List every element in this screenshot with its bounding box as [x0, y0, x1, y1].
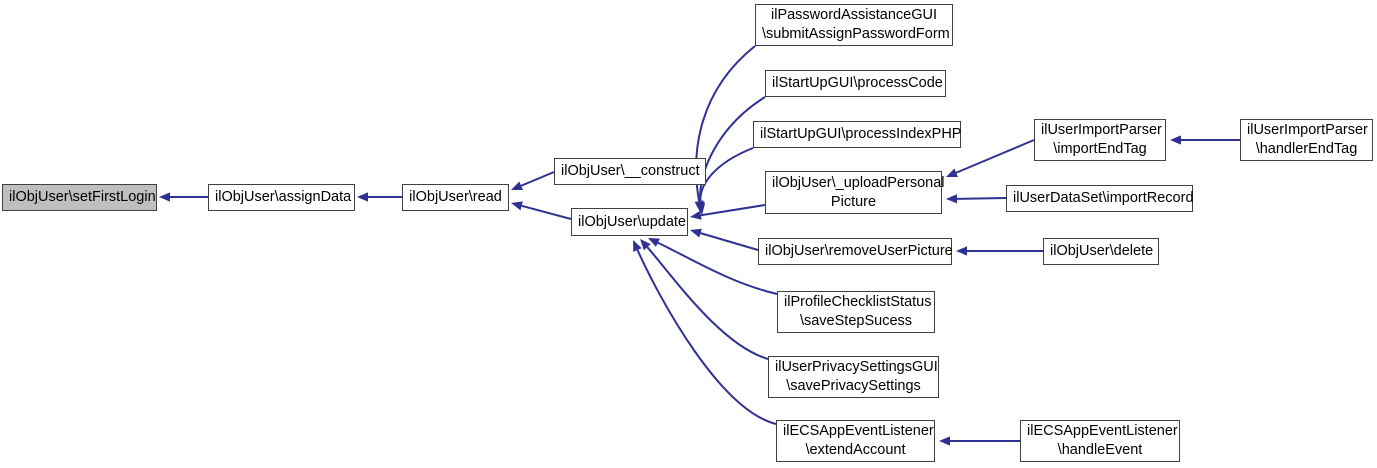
graph-node-savePrivacySettings[interactable]: ilUserPrivacySettingsGUI \savePrivacySet…: [768, 356, 939, 398]
graph-node-construct[interactable]: ilObjUser\__construct: [554, 158, 706, 185]
edge-line: [521, 204, 572, 220]
edge-line: [955, 139, 1035, 174]
graph-node-label: ilObjUser\update: [578, 213, 686, 230]
edge-arrowhead: [633, 240, 642, 252]
edge-line: [956, 197, 1007, 200]
graph-node-label: ilECSAppEventListener \handleEvent: [1027, 423, 1178, 458]
edge-arrowhead: [946, 194, 958, 204]
graph-node-processIndexPHP[interactable]: ilStartUpGUI\processIndexPHP: [753, 121, 961, 148]
graph-node-label: ilUserImportParser \handlerEndTag: [1247, 122, 1368, 157]
edge-arrowhead: [159, 192, 170, 202]
edge-arrowhead: [511, 181, 523, 190]
graph-node-submitAssignPasswordForm[interactable]: ilPasswordAssistanceGUI \submitAssignPas…: [755, 4, 953, 46]
graph-node-label: ilProfileChecklistStatus \saveStepSucess: [784, 294, 932, 329]
edge-line: [646, 246, 769, 360]
graph-node-delete[interactable]: ilObjUser\delete: [1043, 238, 1159, 265]
graph-node-label: ilObjUser\read: [409, 189, 502, 205]
graph-node-label: ilPasswordAssistanceGUI \submitAssignPas…: [762, 7, 950, 42]
graph-node-label: ilStartUpGUI\processCode: [772, 75, 943, 91]
edge-arrowhead: [511, 201, 523, 211]
graph-node-read[interactable]: ilObjUser\read: [402, 184, 509, 211]
graph-node-label: ilUserDataSet\importRecord: [1013, 190, 1194, 206]
edge-arrowhead: [648, 238, 660, 247]
edge-line: [699, 147, 754, 205]
graph-node-label: ilObjUser\removeUserPicture: [765, 243, 953, 259]
graph-node-uploadPersonalPicture[interactable]: ilObjUser\_uploadPersonal Picture: [765, 171, 945, 214]
graph-node-handlerEndTag[interactable]: ilUserImportParser \handlerEndTag: [1240, 119, 1373, 161]
edge-line: [520, 171, 555, 187]
edge-line: [700, 232, 759, 251]
graph-node-label: ilObjUser\setFirstLogin: [9, 189, 156, 205]
edge-arrowhead: [956, 246, 967, 256]
graph-node-importRecord[interactable]: ilUserDataSet\importRecord: [1006, 185, 1194, 212]
graph-node-label: ilObjUser\__construct: [561, 163, 700, 179]
edge-arrowhead: [690, 228, 702, 238]
edge-arrowhead: [939, 436, 950, 446]
edge-arrowhead: [946, 168, 958, 177]
graph-node-label: ilObjUser\_uploadPersonal Picture: [772, 174, 945, 210]
edge-arrowhead: [357, 192, 368, 202]
graph-node-label: ilUserImportParser \importEndTag: [1041, 122, 1162, 157]
graph-node-extendAccount[interactable]: ilECSAppEventListener \extendAccount: [776, 420, 935, 462]
graph-node-assignData[interactable]: ilObjUser\assignData: [208, 184, 355, 211]
graph-node-label: ilObjUser\delete: [1050, 243, 1154, 259]
graph-node-removeUserPicture[interactable]: ilObjUser\removeUserPicture: [758, 238, 953, 265]
edge-arrowhead: [640, 239, 651, 251]
edge-line: [699, 96, 766, 203]
edge-arrowhead: [1170, 135, 1181, 145]
edge-arrowhead: [690, 210, 702, 220]
edge-line: [636, 249, 777, 425]
graph-node-saveStepSucess[interactable]: ilProfileChecklistStatus \saveStepSucess: [777, 291, 935, 333]
graph-node-label: ilObjUser\assignData: [215, 189, 352, 205]
graph-node-label: ilUserPrivacySettingsGUI \savePrivacySet…: [775, 359, 938, 394]
graph-node-importEndTag[interactable]: ilUserImportParser \importEndTag: [1034, 119, 1166, 161]
graph-node-processCode[interactable]: ilStartUpGUI\processCode: [765, 70, 946, 97]
edge-line: [700, 204, 766, 217]
graph-node-setFirstLogin[interactable]: ilObjUser\setFirstLogin: [2, 184, 157, 211]
graph-node-handleEvent[interactable]: ilECSAppEventListener \handleEvent: [1020, 420, 1180, 462]
edge-arrowhead: [695, 203, 706, 215]
graph-node-update[interactable]: ilObjUser\update: [571, 208, 688, 236]
graph-node-label: ilECSAppEventListener \extendAccount: [783, 423, 934, 458]
edge-line: [657, 241, 778, 295]
graph-node-label: ilStartUpGUI\processIndexPHP: [760, 126, 962, 142]
